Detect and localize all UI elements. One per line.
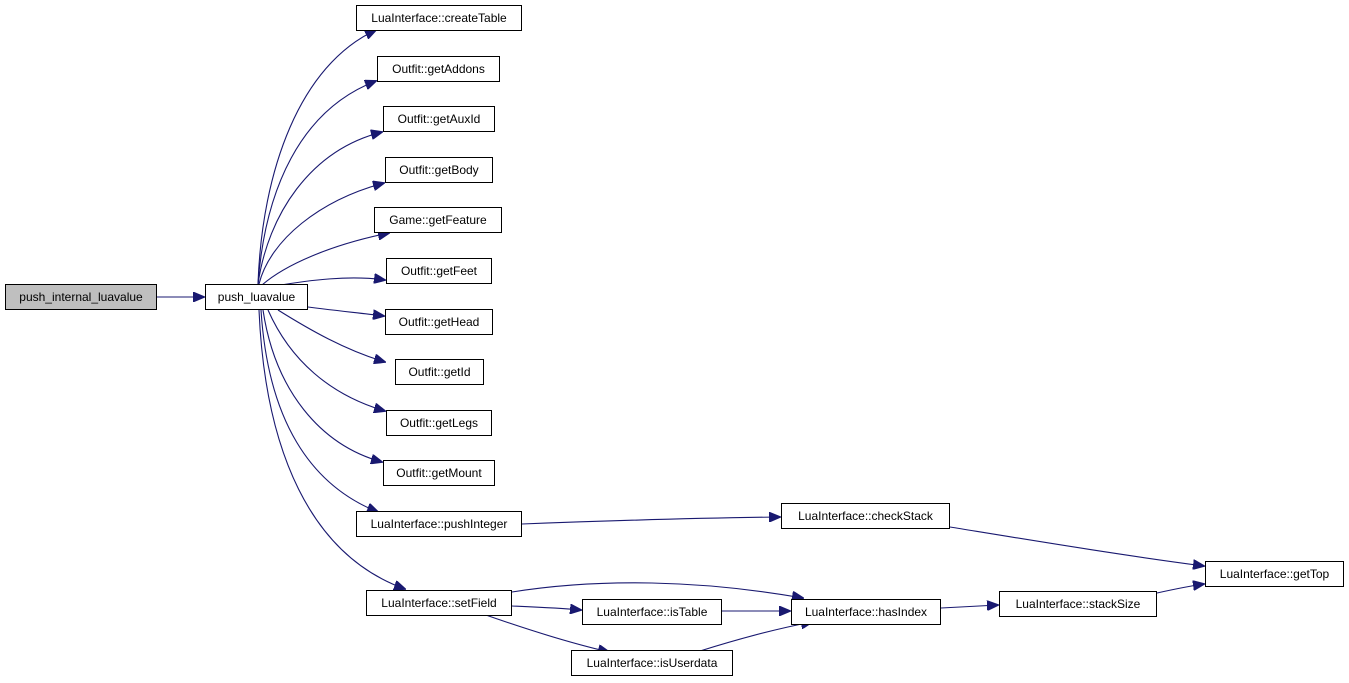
node-push-internal-luavalue: push_internal_luavalue [5, 284, 157, 310]
edge-push-luavalue-to-createtable [257, 30, 376, 285]
node-getmount[interactable]: Outfit::getMount [383, 460, 495, 486]
edge-push-luavalue-to-getlegs [267, 309, 385, 411]
node-setfield[interactable]: LuaInterface::setField [366, 590, 512, 616]
node-gettop[interactable]: LuaInterface::getTop [1205, 561, 1344, 587]
edge-setfield-to-hasindex [511, 582, 803, 598]
node-getid[interactable]: Outfit::getId [395, 359, 484, 385]
edge-push-luavalue-to-getid [277, 309, 385, 362]
edge-isuserdata-to-hasindex [699, 622, 812, 652]
edge-push-luavalue-to-gethead [299, 305, 384, 316]
edge-push-luavalue-to-setfield [258, 309, 405, 589]
node-getauxid[interactable]: Outfit::getAuxId [383, 106, 495, 132]
edge-push-luavalue-to-getmount [262, 309, 382, 462]
node-push-luavalue[interactable]: push_luavalue [205, 284, 308, 310]
edge-checkstack-to-gettop [949, 526, 1204, 566]
node-hasindex[interactable]: LuaInterface::hasIndex [791, 599, 941, 625]
node-getaddons[interactable]: Outfit::getAddons [377, 56, 500, 82]
node-istable[interactable]: LuaInterface::isTable [582, 599, 722, 625]
edge-stacksize-to-gettop [1156, 584, 1204, 594]
node-getfeature[interactable]: Game::getFeature [374, 207, 502, 233]
node-getbody[interactable]: Outfit::getBody [385, 157, 493, 183]
edge-push-luavalue-to-getaddons [257, 81, 376, 285]
edge-pushinteger-to-checkstack [521, 517, 780, 525]
node-gethead[interactable]: Outfit::getHead [385, 309, 493, 335]
edge-push-luavalue-to-getfeature [261, 233, 389, 286]
edge-push-luavalue-to-getbody [258, 183, 384, 285]
edge-setfield-to-isuserdata [482, 613, 609, 652]
node-getlegs[interactable]: Outfit::getLegs [386, 410, 492, 436]
node-isuserdata[interactable]: LuaInterface::isUserdata [571, 650, 733, 676]
node-createtable[interactable]: LuaInterface::createTable [356, 5, 522, 31]
node-getfeet[interactable]: Outfit::getFeet [386, 258, 492, 284]
edge-hasindex-to-stacksize [940, 605, 998, 608]
node-checkstack[interactable]: LuaInterface::checkStack [781, 503, 950, 529]
edge-push-luavalue-to-getauxid [257, 132, 382, 285]
edge-setfield-to-istable [511, 606, 581, 610]
node-stacksize[interactable]: LuaInterface::stackSize [999, 591, 1157, 617]
edge-push-luavalue-to-pushinteger [260, 309, 378, 512]
node-pushinteger[interactable]: LuaInterface::pushInteger [356, 511, 522, 537]
